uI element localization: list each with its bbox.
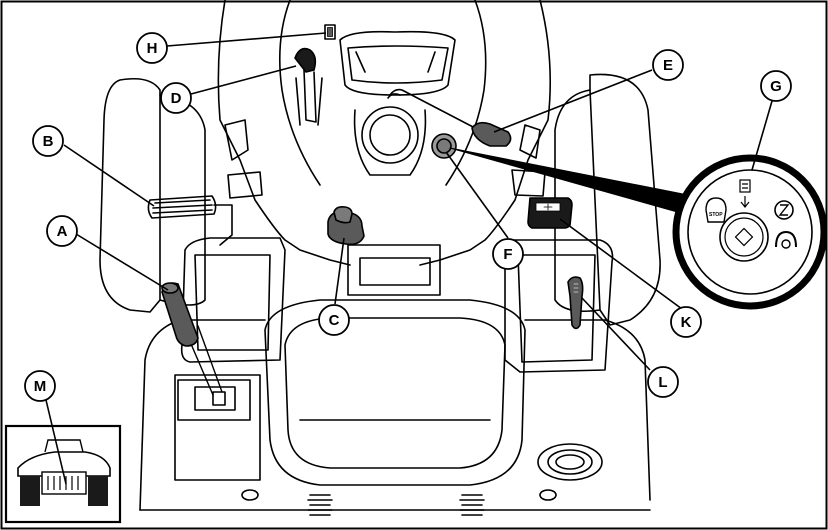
callout-d: D — [161, 83, 191, 113]
svg-text:L: L — [658, 374, 667, 391]
callout-c: C — [319, 305, 349, 335]
svg-text:A: A — [57, 223, 68, 240]
svg-text:K: K — [681, 314, 692, 331]
svg-text:G: G — [770, 78, 782, 95]
callout-f: F — [493, 239, 523, 269]
callout-k: K — [671, 307, 701, 337]
svg-text:D: D — [171, 90, 182, 107]
callout-l: L — [648, 367, 678, 397]
svg-text:M: M — [34, 378, 47, 395]
svg-text:E: E — [663, 57, 673, 74]
callout-g: G — [761, 71, 791, 101]
callout-b: B — [33, 126, 63, 156]
callout-a: A — [47, 216, 77, 246]
svg-text:B: B — [43, 133, 54, 150]
svg-text:F: F — [503, 246, 512, 263]
callout-e: E — [653, 50, 683, 80]
svg-text:H: H — [147, 40, 158, 57]
callout-h: H — [137, 33, 167, 63]
ignition-detail-view: STOP — [676, 158, 824, 306]
svg-text:C: C — [329, 312, 340, 329]
callout-m: M — [25, 371, 55, 401]
lights-position-icon — [775, 201, 793, 219]
stop-label: STOP — [709, 212, 723, 218]
stop-position-icon: STOP — [706, 198, 726, 222]
